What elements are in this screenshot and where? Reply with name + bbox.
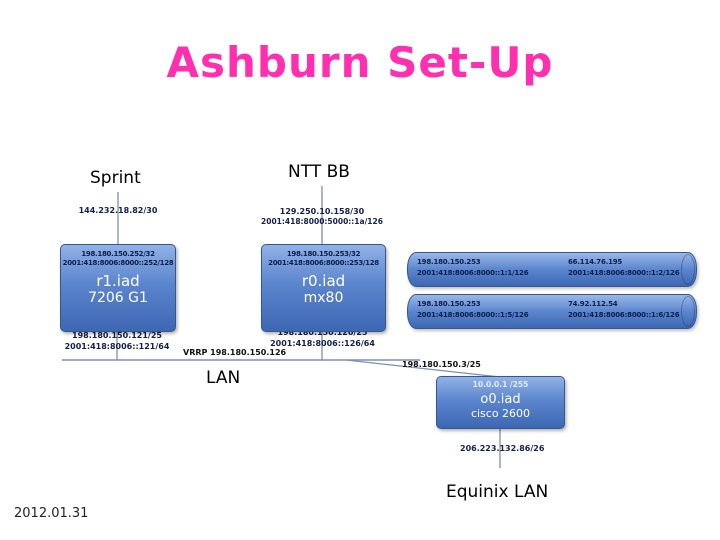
nttbb-ip2: 2001:418:8000:5000::1a/126 xyxy=(261,217,383,226)
cylinder-cap-icon xyxy=(681,296,695,327)
switch-o0-box: 10.0.0.1 /255 o0.iad cisco 2600 xyxy=(436,376,565,429)
o0-ip: 10.0.0.1 /255 xyxy=(472,380,529,389)
o0-hostname: o0.iad xyxy=(480,391,521,407)
sprint-ip: 144.232.18.82/30 xyxy=(78,206,158,215)
pipe2-right-ip6: 2001:418:8006:8000::1:6/126 xyxy=(568,311,680,320)
cylinder-cap-icon xyxy=(681,254,695,285)
vrrp-label: VRRP 198.180.150.126 xyxy=(183,348,287,357)
r0-lan-ip6: 2001:418:8006::126/64 xyxy=(270,339,375,348)
nttbb-label: NTT BB xyxy=(288,162,350,182)
r0-ip4: 198.180.150.253/32 xyxy=(286,250,361,258)
r1-ip4: 198.180.150.252/32 xyxy=(81,250,155,258)
equinix-lan-label: Equinix LAN xyxy=(446,482,549,502)
r0-model: mx80 xyxy=(303,289,344,306)
equinix-link-ip: 206.223.132.86/26 xyxy=(460,444,545,453)
r1-lan-ip4: 198.180.150.121/25 xyxy=(72,331,162,340)
r1-model: 7206 G1 xyxy=(88,289,148,306)
date-label: 2012.01.31 xyxy=(14,506,89,521)
nttbb-ip1: 129.250.10.158/30 xyxy=(279,207,365,216)
r1-hostname: r1.iad xyxy=(96,271,140,290)
r0-lan-ip4: 198.180.150.120/25 xyxy=(277,328,368,337)
pipe1-right-ip6: 2001:418:8006:8000::1:2/126 xyxy=(568,269,680,278)
pipe1-left-ip4: 198.180.150.253 xyxy=(417,258,481,266)
router-r1-box: 198.180.150.252/32 2001:418:8006:8000::2… xyxy=(60,244,176,332)
lan-label: LAN xyxy=(206,368,241,388)
r0-hostname: r0.iad xyxy=(301,271,346,290)
transit-pipe-1: 198.180.150.253 2001:418:8006:8000::1:1/… xyxy=(407,252,697,287)
router-r0-box: 198.180.150.253/32 2001:418:8006:8000::2… xyxy=(261,244,386,332)
r1-ip6: 2001:418:8006:8000::252/128 xyxy=(62,259,174,268)
pipe1-right-ip4: 66.114.76.195 xyxy=(568,258,623,266)
r0-ip6: 2001:418:8006:8000::253/128 xyxy=(268,259,379,268)
sprint-label: Sprint xyxy=(90,168,141,188)
pipe2-right-ip4: 74.92.112.54 xyxy=(568,300,618,308)
transit-pipe-2: 198.180.150.253 2001:418:8006:8000::1:5/… xyxy=(407,294,697,329)
page-title: Ashburn Set-Up xyxy=(166,38,554,87)
pipe2-left-ip4: 198.180.150.253 xyxy=(417,300,481,308)
pipe1-left-ip6: 2001:418:8006:8000::1:1/126 xyxy=(417,269,529,278)
pipe2-left-ip6: 2001:418:8006:8000::1:5/126 xyxy=(417,311,529,320)
r1-lan-ip6: 2001:418:8006::121/64 xyxy=(64,342,170,351)
o0-model: cisco 2600 xyxy=(470,407,531,421)
lan-branch-ip: 198.180.150.3/25 xyxy=(402,360,481,369)
